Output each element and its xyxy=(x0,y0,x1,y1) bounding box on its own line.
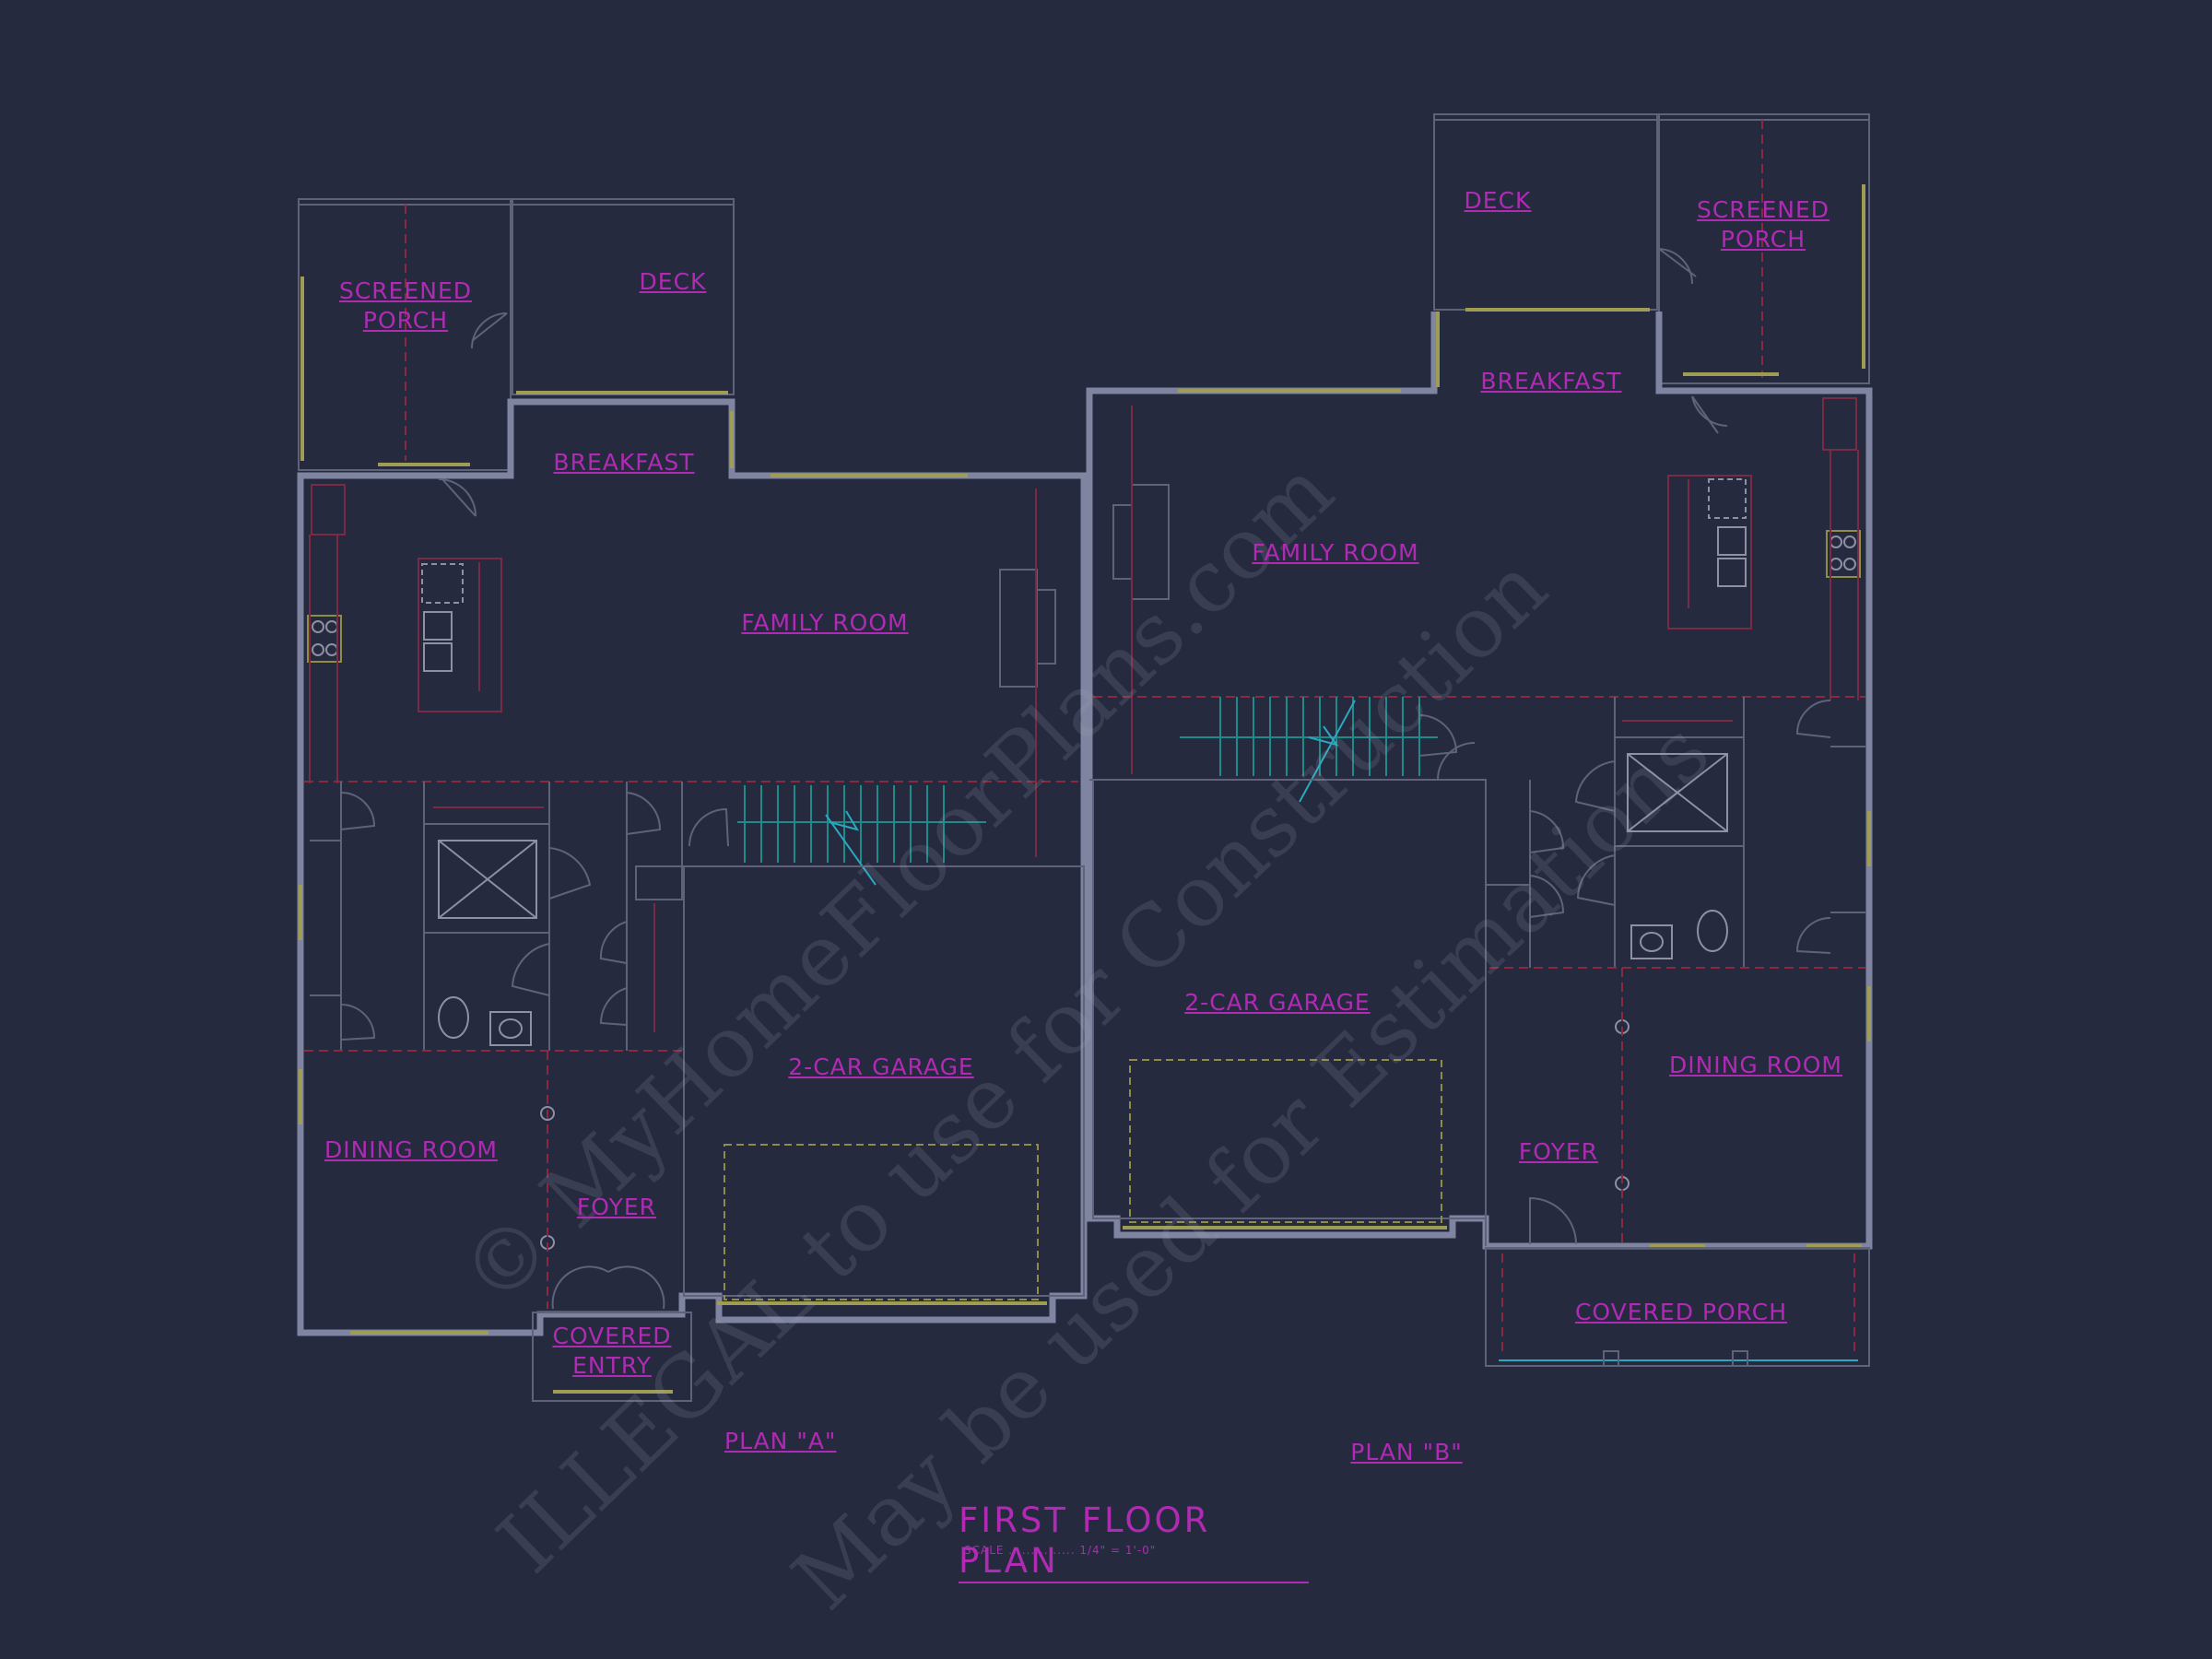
plan-a-garage-outline xyxy=(683,865,1085,1297)
plan-a-label-foyer: FOYER xyxy=(576,1194,657,1220)
plan-b-label-screened-porch: SCREENED PORCH xyxy=(1696,196,1830,253)
plan-a-label-garage: 2-CAR GARAGE xyxy=(788,1053,974,1080)
plan-b-label-dining-room: DINING ROOM xyxy=(1668,1052,1842,1078)
plan-b-garage-outline xyxy=(1092,779,1487,1219)
plan-b-label-covered-porch: COVERED PORCH xyxy=(1574,1299,1788,1325)
plan-b-exterior-wall xyxy=(1086,312,1873,1250)
plan-a-stairs xyxy=(737,785,986,863)
plan-a-screened-porch-outline xyxy=(298,198,512,471)
plan-a-drawing xyxy=(297,198,1088,1402)
plan-b-label-foyer: FOYER xyxy=(1518,1138,1599,1165)
plan-b-drawing xyxy=(1086,113,1873,1367)
plan-a-title: PLAN "A" xyxy=(724,1428,837,1454)
plan-a-label-screened-porch: SCREENED PORCH xyxy=(338,277,473,334)
plan-a-label-family-room: FAMILY ROOM xyxy=(741,609,909,636)
plan-b-label-garage: 2-CAR GARAGE xyxy=(1184,989,1371,1016)
plan-b-label-breakfast: BREAKFAST xyxy=(1480,368,1622,394)
plan-a-exterior-wall xyxy=(297,398,1088,1336)
plan-a-label-covered-entry: COVERED ENTRY xyxy=(552,1323,672,1379)
plan-a-label-breakfast: BREAKFAST xyxy=(553,449,695,476)
plan-a-label-deck: DECK xyxy=(639,268,707,295)
plan-b-title: PLAN "B" xyxy=(1350,1439,1463,1465)
plan-b-stairs xyxy=(1180,697,1438,776)
plan-a-deck-outline xyxy=(512,198,735,395)
plan-a-label-dining-room: DINING ROOM xyxy=(324,1136,498,1163)
plan-a-covered-entry-outline xyxy=(532,1312,692,1402)
plan-b-label-deck: DECK xyxy=(1464,187,1532,214)
plan-b-label-family-room: FAMILY ROOM xyxy=(1252,539,1419,566)
plan-b-covered-porch-outline xyxy=(1485,1247,1870,1367)
scale-note: SCALE ............... 1/4" = 1'-0" xyxy=(964,1544,1157,1557)
drawing-title: FIRST FLOOR PLAN xyxy=(959,1500,1309,1583)
